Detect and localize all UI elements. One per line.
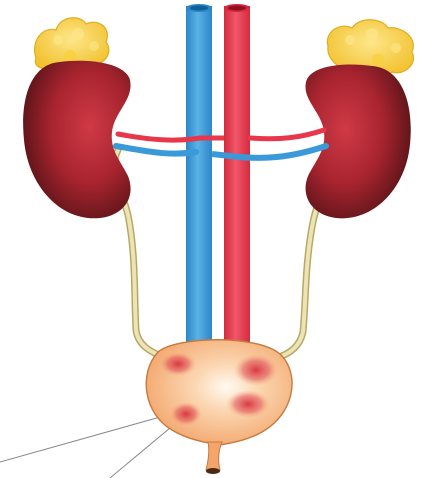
- renal-vein-icon: [116, 146, 326, 158]
- aorta-icon: [224, 4, 250, 344]
- renal-artery-icon: [118, 130, 324, 140]
- left-kidney-icon: [23, 61, 130, 218]
- right-kidney-icon: [305, 65, 410, 219]
- pointer-lines: [0, 412, 182, 478]
- vena-cava-icon: [186, 4, 212, 344]
- urethra-icon: [206, 442, 222, 474]
